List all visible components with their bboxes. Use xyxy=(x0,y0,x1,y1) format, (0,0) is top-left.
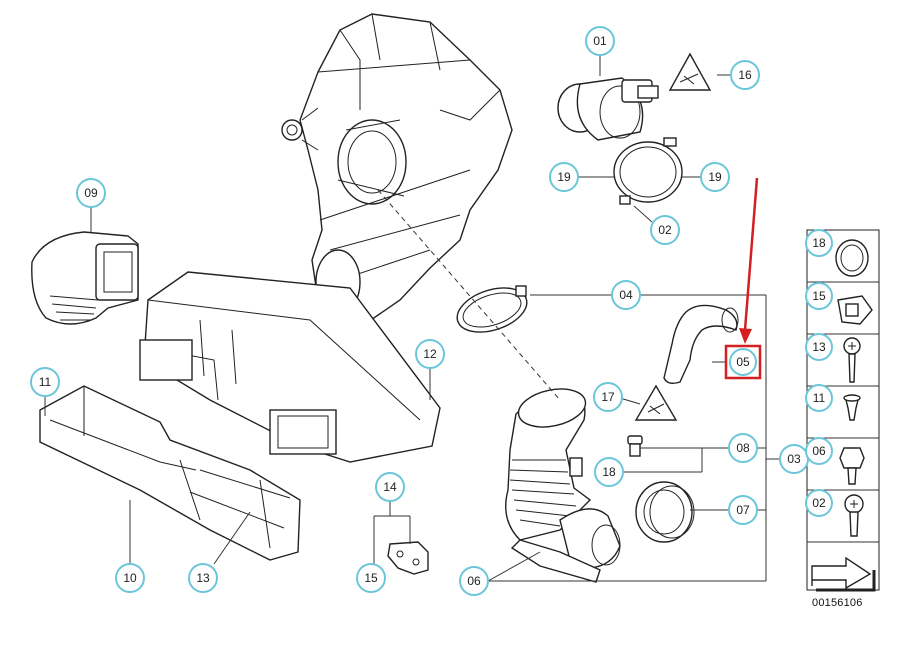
callout-18-middle-label: 18 xyxy=(602,465,616,479)
callout-19-left-label: 19 xyxy=(557,170,571,184)
clamp-ring xyxy=(613,137,683,205)
callout-19-right[interactable]: 19 xyxy=(700,162,730,192)
callout-11-left[interactable]: 11 xyxy=(30,367,60,397)
reference-number: 00156106 xyxy=(812,597,863,609)
callout-15-bottom-label: 15 xyxy=(364,571,378,585)
red-indicator-arrow xyxy=(739,177,759,344)
callout-07[interactable]: 07 xyxy=(728,495,758,525)
warning-label-16 xyxy=(668,52,712,91)
leader-lines xyxy=(44,55,780,582)
mounting-bracket xyxy=(387,541,429,575)
callout-19-right-label: 19 xyxy=(708,170,722,184)
callout-06-bottom[interactable]: 06 xyxy=(459,566,489,596)
lower-air-duct xyxy=(39,385,301,561)
callout-10[interactable]: 10 xyxy=(115,563,145,593)
hose-clamp xyxy=(456,285,528,333)
callout-09-label: 09 xyxy=(84,186,98,200)
callout-12[interactable]: 12 xyxy=(415,339,445,369)
hex-bolt-part xyxy=(839,447,865,469)
callout-07-label: 07 xyxy=(736,503,750,517)
callout-16-label: 16 xyxy=(738,68,752,82)
callout-18-panel[interactable]: 18 xyxy=(805,229,833,257)
callout-15-panel-label: 15 xyxy=(812,289,826,303)
callout-06-panel-label: 06 xyxy=(812,444,826,458)
intake-duct xyxy=(31,231,139,325)
callout-06-bottom-label: 06 xyxy=(467,574,481,588)
callout-06-panel[interactable]: 06 xyxy=(805,437,833,465)
callout-08-label: 08 xyxy=(736,441,750,455)
callout-11-panel-label: 11 xyxy=(813,391,826,405)
callout-18-panel-label: 18 xyxy=(812,236,826,250)
vent-hose xyxy=(663,304,739,385)
callout-02-panel[interactable]: 02 xyxy=(805,489,833,517)
callout-18-middle[interactable]: 18 xyxy=(594,457,624,487)
callout-11-panel[interactable]: 11 xyxy=(805,384,833,412)
callout-02-top[interactable]: 02 xyxy=(650,215,680,245)
warning-label-17 xyxy=(634,384,678,421)
air-filter-housing xyxy=(281,13,513,329)
callout-17[interactable]: 17 xyxy=(593,382,623,412)
callout-11-left-label: 11 xyxy=(39,375,52,389)
mass-air-flow-sensor xyxy=(557,77,659,141)
callout-01-label: 01 xyxy=(593,34,607,48)
vent-nipple xyxy=(627,435,643,457)
callout-10-label: 10 xyxy=(123,571,137,585)
callout-04[interactable]: 04 xyxy=(611,280,641,310)
callout-08[interactable]: 08 xyxy=(728,433,758,463)
callout-12-label: 12 xyxy=(423,347,437,361)
callout-15-panel[interactable]: 15 xyxy=(805,282,833,310)
callout-14[interactable]: 14 xyxy=(375,472,405,502)
callout-01[interactable]: 01 xyxy=(585,26,615,56)
callout-13-left[interactable]: 13 xyxy=(188,563,218,593)
callout-02-panel-label: 02 xyxy=(812,496,826,510)
callout-02-top-label: 02 xyxy=(658,223,672,237)
callout-17-label: 17 xyxy=(601,390,615,404)
orientation-arrow-icon xyxy=(811,556,872,590)
callout-05-highlighted[interactable]: 05 xyxy=(724,344,762,380)
callout-05-label: 05 xyxy=(736,355,750,369)
intake-bellows xyxy=(505,388,621,583)
callout-13-panel-label: 13 xyxy=(812,340,826,354)
callout-13-left-label: 13 xyxy=(196,571,210,585)
rubber-grommet xyxy=(635,481,695,543)
callout-03-label: 03 xyxy=(787,452,801,466)
callout-09[interactable]: 09 xyxy=(76,178,106,208)
callout-15-bottom[interactable]: 15 xyxy=(356,563,386,593)
callout-13-panel[interactable]: 13 xyxy=(805,333,833,361)
callout-16[interactable]: 16 xyxy=(730,60,760,90)
intake-snorkel xyxy=(139,271,441,463)
callout-14-label: 14 xyxy=(383,480,397,494)
callout-03[interactable]: 03 xyxy=(779,444,809,474)
callout-04-label: 04 xyxy=(619,288,633,302)
callout-19-left[interactable]: 19 xyxy=(549,162,579,192)
